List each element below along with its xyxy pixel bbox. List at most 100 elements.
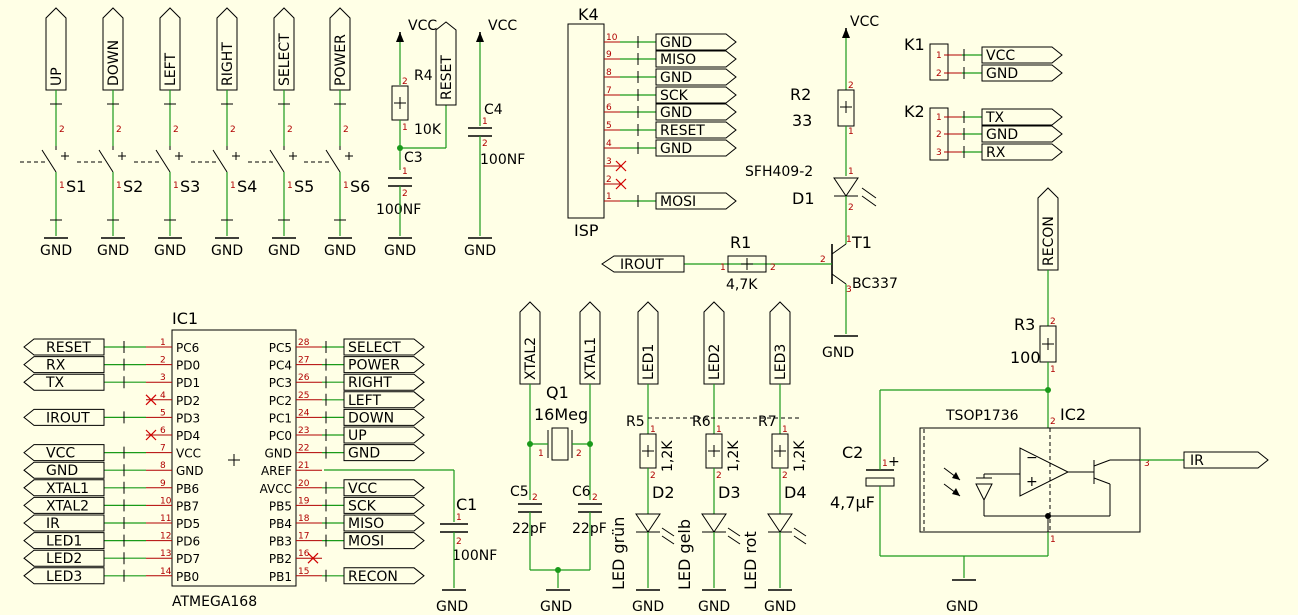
led-color-label: LED grün	[609, 517, 628, 590]
ic1-pin-number: 22	[298, 444, 309, 454]
gnd-label: GND	[268, 243, 300, 259]
ic1-pin-name: PD0	[176, 359, 200, 373]
q1-label: Q1	[546, 383, 569, 402]
svg-text:6: 6	[606, 103, 612, 113]
ic1-net-label: RIGHT	[348, 375, 392, 391]
svg-text:2: 2	[482, 139, 488, 149]
ic1-pin-name: GND	[176, 464, 204, 478]
isp-net-flag	[655, 33, 737, 51]
svg-text:2: 2	[343, 125, 349, 135]
isp-net-label: MISO	[660, 52, 696, 68]
ic1-net-label: XTAL2	[46, 498, 89, 514]
ic1-net-flag	[343, 426, 425, 444]
connector-net-flag	[981, 64, 1063, 82]
button-net-flag	[329, 7, 351, 91]
led-net-flag	[769, 301, 791, 385]
ic1-net-flag	[343, 444, 425, 462]
ic1-net-label: XTAL1	[46, 481, 89, 497]
ic1-net-flag	[23, 567, 105, 585]
ic1-net-flag	[23, 479, 105, 497]
gnd-label: GND	[324, 243, 356, 259]
gnd-label: GND	[384, 243, 416, 259]
svg-text:1: 1	[846, 235, 852, 245]
c4-label: C4	[484, 102, 503, 118]
ic1-net-label: MISO	[348, 516, 384, 532]
ic1-net-label: SELECT	[348, 340, 401, 356]
svg-text:4: 4	[606, 139, 612, 149]
ic1-net-label: VCC	[348, 481, 377, 497]
ic1-pin-name: GND	[264, 447, 292, 461]
ic1-pin-name: PC0	[269, 429, 292, 443]
svg-text:2: 2	[532, 493, 538, 503]
c6-label: C6	[572, 484, 591, 500]
ic1-pin-name: PD1	[176, 376, 200, 390]
isp-net-label: GND	[660, 105, 692, 121]
svg-text:1: 1	[782, 425, 788, 435]
ic1-pin-number: 8	[160, 461, 166, 471]
svg-text:2: 2	[456, 537, 462, 547]
c1-label: C1	[456, 495, 477, 514]
svg-text:1: 1	[936, 51, 942, 61]
gnd-label: GND	[822, 345, 854, 361]
ic1-pin-name: PB3	[269, 535, 292, 549]
ic1-pin-name: PC5	[269, 341, 292, 355]
svg-text:1: 1	[538, 449, 544, 459]
ic1-net-label: UP	[348, 428, 367, 444]
svg-text:1: 1	[173, 181, 179, 191]
tsop-label: TSOP1736	[945, 408, 1019, 424]
r1-label: R1	[730, 233, 751, 252]
ic1-pin-number: 21	[298, 461, 309, 471]
r3-label: R3	[1014, 315, 1035, 334]
isp-net-flag	[655, 121, 737, 139]
c1-value: 100NF	[452, 548, 497, 564]
isp-pin-2: 2	[604, 175, 627, 190]
ic1-pin-number: 1	[160, 338, 166, 348]
button-net-flag	[273, 7, 295, 91]
ic1-net-flag	[23, 373, 105, 391]
svg-text:2: 2	[230, 125, 236, 135]
isp-pin-3: 3	[604, 157, 627, 172]
svg-text:2: 2	[1050, 417, 1056, 427]
switch-label: S1	[66, 177, 86, 196]
svg-text:2: 2	[820, 255, 826, 265]
reset-net-label: RESET	[439, 55, 455, 100]
svg-text:2: 2	[116, 125, 122, 135]
ic1-pin-name: PB7	[176, 499, 199, 513]
button-net-label: UP	[49, 67, 65, 86]
ic1-pin-name: PD3	[176, 411, 200, 425]
ic1-pin-name: PB5	[269, 499, 292, 513]
svg-text:1: 1	[116, 181, 122, 191]
connector-net-label: VCC	[986, 48, 1015, 64]
xtal1-net-label: XTAL1	[583, 337, 599, 380]
connector-net-flag	[981, 143, 1063, 161]
isp-net-flag	[655, 50, 737, 68]
ir-receiver: RECON R3 100 21 C2 1+ 4,7µF GND TSOP1736…	[830, 187, 1269, 615]
ic1-pin-number: 19	[298, 496, 310, 506]
irout-net-flag	[601, 255, 685, 273]
ic1-net-flag	[23, 356, 105, 374]
resistor-value: 1,2K	[660, 440, 676, 472]
switch-label: S3	[180, 177, 200, 196]
svg-text:2: 2	[402, 77, 408, 87]
ic1-pin-number: 27	[298, 356, 309, 366]
ic1-pin-number: 17	[298, 532, 309, 542]
led-label: D4	[784, 483, 807, 502]
r3-value: 100	[1010, 348, 1041, 367]
